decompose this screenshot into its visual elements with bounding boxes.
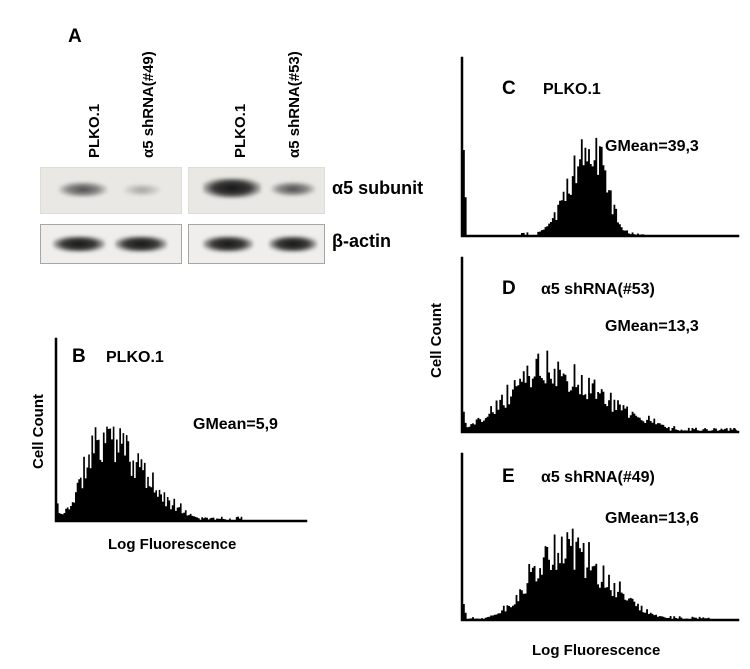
- blot-band-plko1-actin-left: [53, 236, 105, 252]
- blot-band-shrna53-actin: [269, 236, 317, 252]
- blot-band-plko1-actin-right: [203, 236, 253, 252]
- panel-b-title: PLKO.1: [106, 349, 164, 366]
- histogram-plot-d: [446, 252, 744, 444]
- lane-label-shrna53: α5 shRNA(#53): [286, 51, 303, 158]
- blot-band-shrna49-actin: [115, 236, 167, 252]
- blot-box-actin-right: [188, 224, 325, 264]
- cell-count-label-left: Cell Count: [30, 394, 47, 469]
- lane-label-plko1-right: PLKO.1: [232, 103, 249, 158]
- histogram-plot-b: [40, 333, 312, 533]
- panel-b-gmean: GMean=5,9: [193, 416, 278, 433]
- blot-box-alpha5-left: [40, 167, 182, 214]
- histogram-plot-e: [446, 448, 744, 632]
- log-fluorescence-label-left: Log Fluorescence: [108, 536, 237, 553]
- panel-c-title: PLKO.1: [543, 81, 601, 98]
- panel-e-gmean: GMean=13,6: [605, 510, 699, 527]
- blot-box-actin-left: [40, 224, 182, 264]
- blot-band-plko1-alpha5-right: [203, 178, 261, 198]
- lane-label-plko1-left: PLKO.1: [86, 103, 103, 158]
- log-fluorescence-label-right: Log Fluorescence: [532, 642, 661, 659]
- blot-band-shrna49-alpha5: [123, 184, 161, 196]
- panel-d-label: D: [502, 278, 517, 299]
- panel-d-gmean: GMean=13,3: [605, 318, 699, 335]
- blot-box-alpha5-right: [188, 167, 325, 214]
- blot-band-plko1-alpha5-left: [59, 182, 107, 197]
- panel-b-label: B: [72, 346, 87, 367]
- blot-band-shrna53-alpha5: [271, 182, 315, 196]
- panel-d-title: α5 shRNA(#53): [541, 281, 655, 298]
- lane-label-shrna49: α5 shRNA(#49): [140, 51, 157, 158]
- histogram-plot-c: [446, 52, 744, 248]
- panel-c-label: C: [502, 78, 517, 99]
- panel-e-label: E: [502, 466, 516, 487]
- panel-c-gmean: GMean=39,3: [605, 138, 699, 155]
- panel-e-title: α5 shRNA(#49): [541, 469, 655, 486]
- beta-actin-label: β-actin: [332, 231, 391, 251]
- alpha5-subunit-label: α5 subunit: [332, 178, 424, 198]
- cell-count-label-right: Cell Count: [428, 303, 445, 378]
- panel-a-label: A: [68, 26, 83, 47]
